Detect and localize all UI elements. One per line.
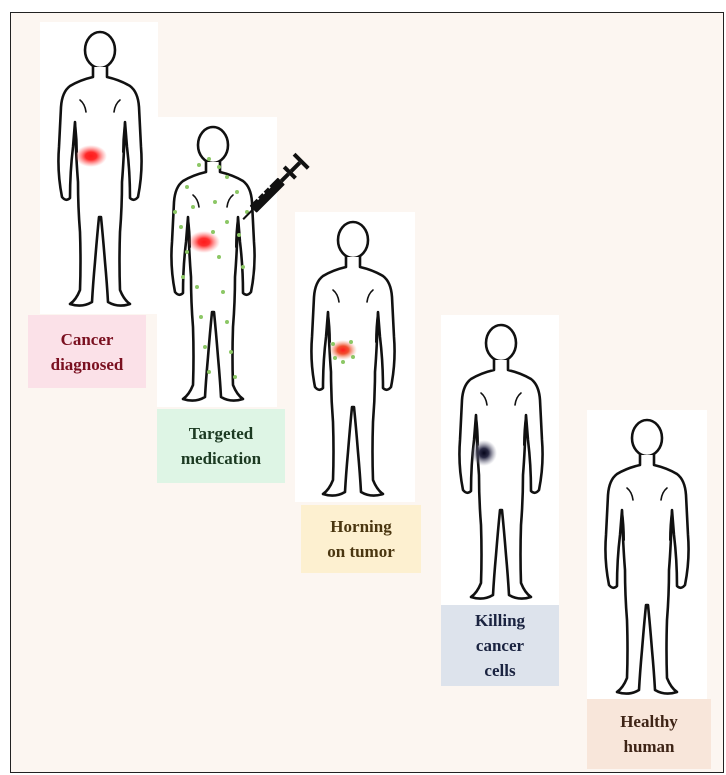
dead-cancer-cell [471, 440, 497, 466]
label-killing-cancer-cells: Killing cancer cells [441, 605, 559, 686]
label-horning-on-tumor: Horning on tumor [301, 505, 421, 573]
label-line: medication [181, 446, 261, 471]
label-line: Targeted [189, 421, 254, 446]
diagram-frame: Cancer diagnosed Targeted medication Hor… [10, 12, 724, 773]
label-line: cancer [476, 633, 524, 658]
figure-panel-healthy-human [587, 410, 707, 702]
human-figure-cancer-diagnosed [40, 22, 158, 314]
figure-panel-cancer-diagnosed [40, 22, 158, 314]
label-cancer-diagnosed: Cancer diagnosed [28, 315, 146, 388]
label-line: cells [484, 658, 515, 683]
label-line: Horning [330, 514, 391, 539]
human-figure-horning-on-tumor [295, 212, 415, 502]
human-figure-healthy-human [587, 410, 707, 702]
tumor-spot [75, 145, 107, 167]
figure-panel-killing-cancer-cells [441, 315, 559, 605]
label-healthy-human: Healthy human [587, 699, 711, 769]
label-line: Cancer [61, 327, 114, 352]
label-line: diagnosed [51, 352, 124, 377]
label-line: on tumor [327, 539, 395, 564]
label-targeted-medication: Targeted medication [157, 409, 285, 483]
label-line: human [623, 734, 674, 759]
human-figure-killing-cancer-cells [441, 315, 559, 605]
tumor-spot [188, 231, 220, 253]
label-line: Killing [475, 608, 525, 633]
figure-panel-horning-on-tumor [295, 212, 415, 502]
label-line: Healthy [620, 709, 678, 734]
